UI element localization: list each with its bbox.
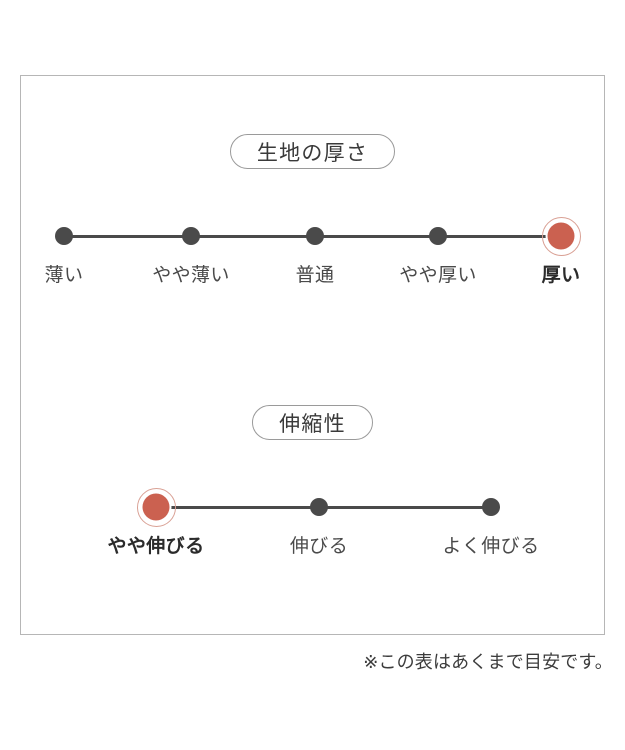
footnote: ※この表はあくまで目安です。 xyxy=(363,652,613,672)
stretch-label-1: 伸びる xyxy=(289,536,349,557)
thickness-node-1[interactable] xyxy=(182,227,200,245)
section-stretch-title-wrap: 伸縮性 xyxy=(21,405,604,440)
thickness-node-0[interactable] xyxy=(55,227,73,245)
stretch-node-2[interactable] xyxy=(482,498,500,516)
section-thickness-title: 生地の厚さ xyxy=(229,134,396,169)
section-thickness-title-wrap: 生地の厚さ xyxy=(21,134,604,169)
thickness-label-3: やや厚い xyxy=(399,265,477,286)
stretch-node-0-selected[interactable] xyxy=(142,493,170,521)
thickness-label-1: やや薄い xyxy=(152,265,230,286)
spec-chart-frame: 生地の厚さ 薄い やや薄い 普通 やや厚い 厚い 伸縮性 xyxy=(20,75,605,635)
thickness-label-0: 薄い xyxy=(44,265,84,286)
section-stretch-title: 伸縮性 xyxy=(252,405,373,440)
stretch-label-2: よく伸びる xyxy=(442,536,540,557)
thickness-scale xyxy=(21,213,604,259)
thickness-labels: 薄い やや薄い 普通 やや厚い 厚い xyxy=(21,263,604,297)
stretch-label-0-selected: やや伸びる xyxy=(107,536,205,557)
thickness-node-4-selected[interactable] xyxy=(547,222,575,250)
thickness-node-3[interactable] xyxy=(429,227,447,245)
thickness-label-4-selected: 厚い xyxy=(541,265,581,286)
thickness-label-2: 普通 xyxy=(295,265,335,286)
thickness-node-2[interactable] xyxy=(306,227,324,245)
stretch-labels: やや伸びる 伸びる よく伸びる xyxy=(21,534,604,568)
stretch-scale xyxy=(21,484,604,530)
section-stretch: 伸縮性 やや伸びる 伸びる よく伸びる xyxy=(21,405,604,568)
section-thickness: 生地の厚さ 薄い やや薄い 普通 やや厚い 厚い xyxy=(21,134,604,297)
stretch-node-1[interactable] xyxy=(310,498,328,516)
